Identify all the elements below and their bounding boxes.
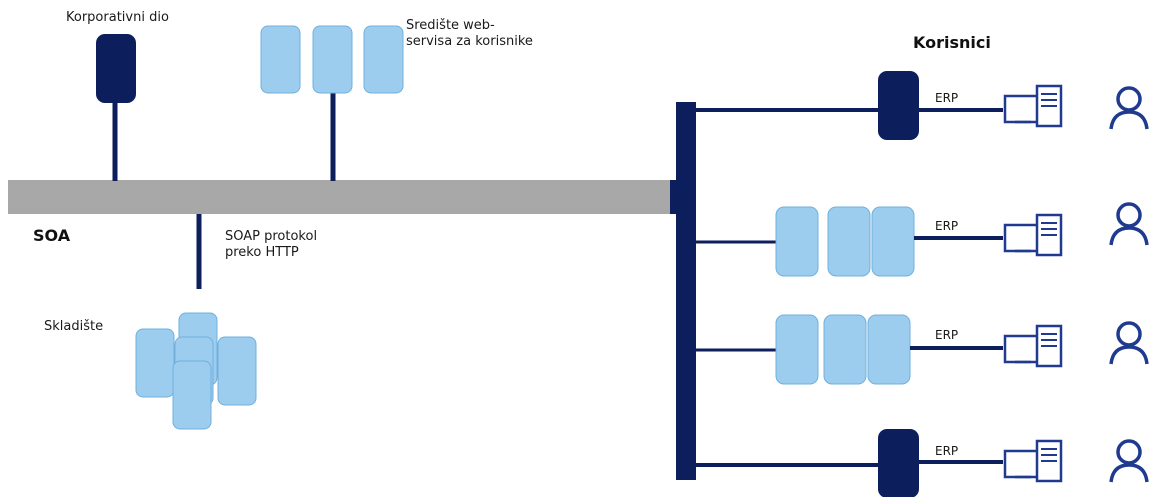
storage-label: Skladište xyxy=(44,319,104,334)
service-box-icon xyxy=(363,25,404,94)
storage-cluster xyxy=(135,312,257,430)
branch-3 xyxy=(696,314,1003,385)
service-box-icon xyxy=(827,206,871,277)
service-box-icon xyxy=(867,314,911,385)
service-box-icon xyxy=(775,314,819,385)
service-box-icon xyxy=(775,206,819,277)
workstation-icon xyxy=(1003,84,1063,128)
erp-label: ERP xyxy=(935,444,959,458)
workstation-icon xyxy=(1003,324,1063,368)
database-icon xyxy=(172,360,212,430)
workstation-icon xyxy=(1003,213,1063,257)
soa-bus xyxy=(8,180,670,214)
erp-label: ERP xyxy=(935,91,959,105)
corporate-label: Korporativni dio xyxy=(66,10,169,25)
users-title: Korisnici xyxy=(913,33,991,52)
service-box-icon xyxy=(260,25,301,94)
service-box-icon xyxy=(823,314,867,385)
users-trunk-vertical xyxy=(676,102,696,480)
user-icon xyxy=(1109,439,1149,483)
users-trunk xyxy=(670,180,676,214)
workstation-icon xyxy=(1003,439,1063,483)
erp-label: ERP xyxy=(935,219,959,233)
web-services-label: Središte web- servisa za korisnike xyxy=(406,18,533,49)
server-icon xyxy=(878,429,919,497)
erp-label: ERP xyxy=(935,328,959,342)
service-box-icon xyxy=(312,25,353,94)
user-icon xyxy=(1109,321,1149,365)
user-icon xyxy=(1109,86,1149,130)
soa-label: SOA xyxy=(33,226,71,245)
corporate-server-icon xyxy=(96,34,136,103)
soap-label: SOAP protokol preko HTTP xyxy=(225,229,318,260)
user-icon xyxy=(1109,202,1149,246)
database-icon xyxy=(135,328,175,398)
service-box-icon xyxy=(871,206,915,277)
server-icon xyxy=(878,71,919,140)
web-services-hub xyxy=(260,25,404,94)
branch-1 xyxy=(696,71,1003,140)
branch-4 xyxy=(696,429,1003,497)
database-icon xyxy=(217,336,257,406)
branch-2 xyxy=(696,206,1003,277)
